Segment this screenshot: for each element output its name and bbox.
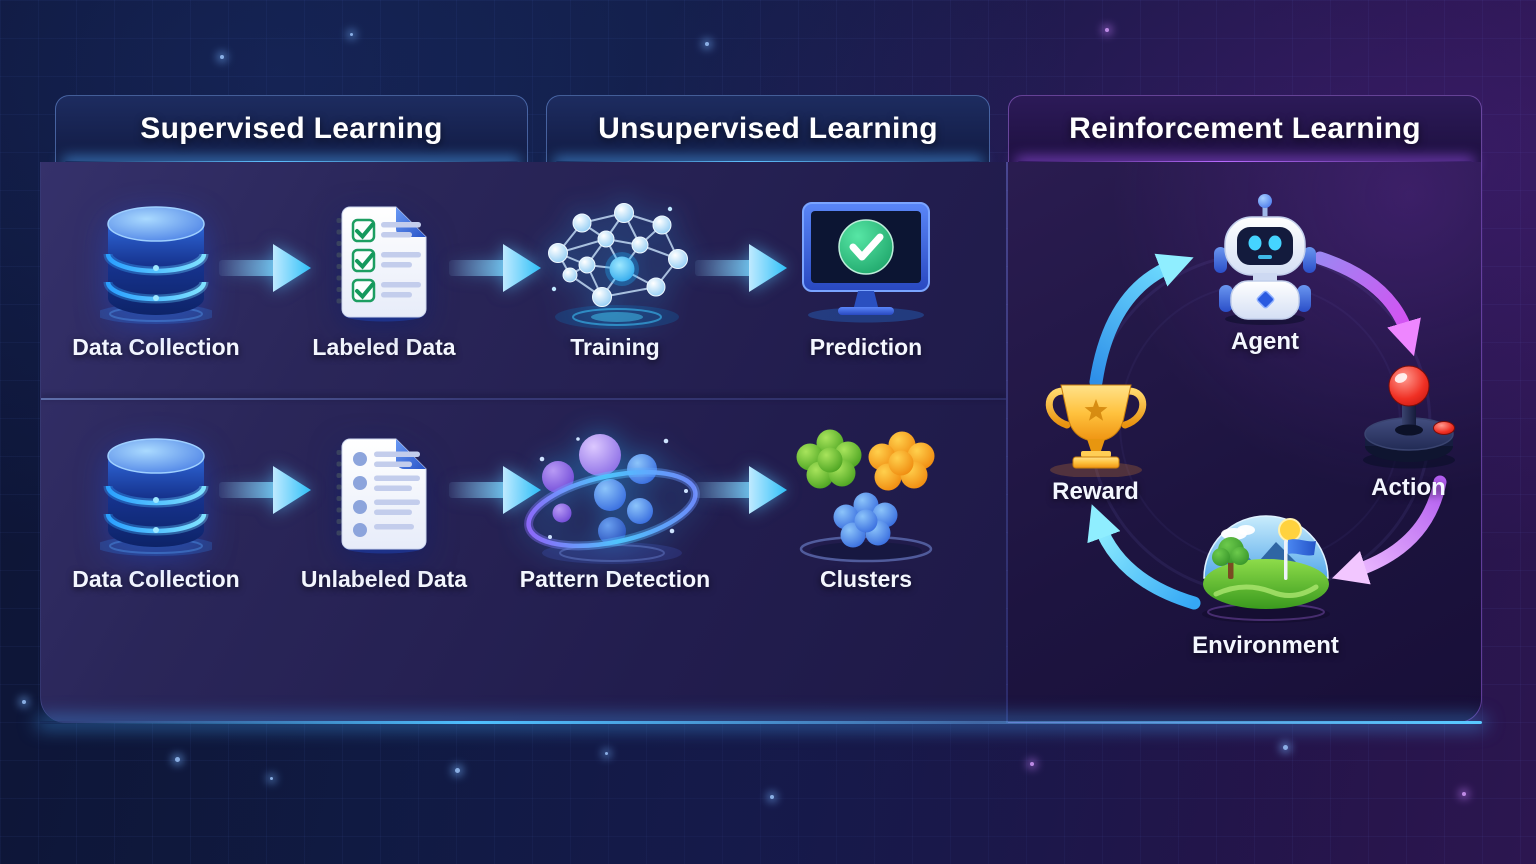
flow-arrow [693,464,789,521]
flow-step-label: Pattern Detection [519,566,711,592]
environment-icon [1201,515,1330,623]
right-arrow-icon [449,244,541,292]
robot-icon [1214,194,1316,325]
content-panel: Data Collection [40,162,1482,724]
rl-node-environment: Environment [1158,498,1373,660]
rl-node-label: Agent [1231,328,1299,355]
monitor-check-icon [802,202,930,323]
sparkle [1462,792,1466,796]
arrow-environment-to-reward [1087,504,1201,610]
header-supervised-learning: Supervised Learning [55,95,528,164]
arrow-agent-to-action [1313,251,1421,357]
sparkle [1283,745,1288,750]
header-reinforcement-learning: Reinforcement Learning [1008,95,1482,164]
flow-step-unlabeled-data: Unlabeled Data [274,424,494,593]
unlabeled-document-icon [336,438,427,554]
flow-arrow [447,242,543,299]
rl-node-action: Action [1336,360,1481,502]
flow-step-clusters: Clusters [756,424,976,593]
rl-node-agent: Agent [1160,190,1370,356]
rl-node-label: Reward [1052,478,1139,505]
database-icon [100,206,212,324]
flow-arrow [217,464,313,521]
flow-step-training: Training [505,192,725,361]
flow-step-pattern-detection: Pattern Detection [505,424,725,593]
header-label: Reinforcement Learning [1069,112,1421,145]
sparkle [1030,762,1034,766]
sparkle [175,757,180,762]
rl-node-label: Environment [1192,632,1339,659]
trophy-icon [1045,384,1146,477]
arrow-action-to-environment [1331,475,1447,585]
flow-arrow [447,464,543,521]
flow-step-prediction: Prediction [756,192,976,361]
clusters-icon [796,429,935,563]
joystick-icon [1362,365,1455,469]
labeled-document-icon [336,206,427,322]
arrow-reward-to-agent [1089,253,1194,389]
right-arrow-icon [449,466,541,514]
flow-step-label: Clusters [819,566,913,592]
flow-arrow [217,242,313,299]
flows-region: Data Collection [40,162,1006,723]
right-arrow-icon [695,244,787,292]
neural-network-icon [548,203,688,329]
sparkle [350,33,353,36]
blue-cluster [833,492,898,548]
flow-step-labeled-data: Labeled Data [274,192,494,361]
flow-step-label: Unlabeled Data [300,566,468,592]
reinforcement-region: Agent Action [1008,162,1482,723]
header-label: Supervised Learning [140,112,443,145]
header-unsupervised-learning: Unsupervised Learning [546,95,990,164]
sparkle [455,768,460,773]
flow-step-label: Data Collection [72,334,240,360]
flow-step-label: Data Collection [72,566,240,592]
rl-node-reward: Reward [1018,374,1173,506]
database-icon [100,438,212,556]
flow-step-label: Prediction [809,334,923,360]
flow-step-data-collection: Data Collection [46,192,266,361]
orange-cluster [868,431,935,491]
flow-step-label: Labeled Data [312,334,456,360]
sparkle [22,700,26,704]
sparkle [220,55,224,59]
right-arrow-icon [695,466,787,514]
right-arrow-icon [219,244,311,292]
pattern-detection-icon [524,434,700,564]
sparkle [1105,28,1109,32]
sparkle [270,777,273,780]
rl-node-label: Action [1371,474,1446,501]
column-divider [1006,162,1008,723]
sparkle [770,795,774,799]
bullet-rows [353,451,420,537]
flow-step-label: Training [570,334,660,360]
green-cluster [796,429,862,489]
sparkle [605,752,608,755]
flow-arrow [693,242,789,299]
header-label: Unsupervised Learning [598,112,938,145]
sparkle [705,42,709,46]
row-divider [41,398,1006,400]
right-arrow-icon [219,466,311,514]
flow-step-data-collection-2: Data Collection [46,424,266,593]
checkbox-rows [351,218,421,303]
